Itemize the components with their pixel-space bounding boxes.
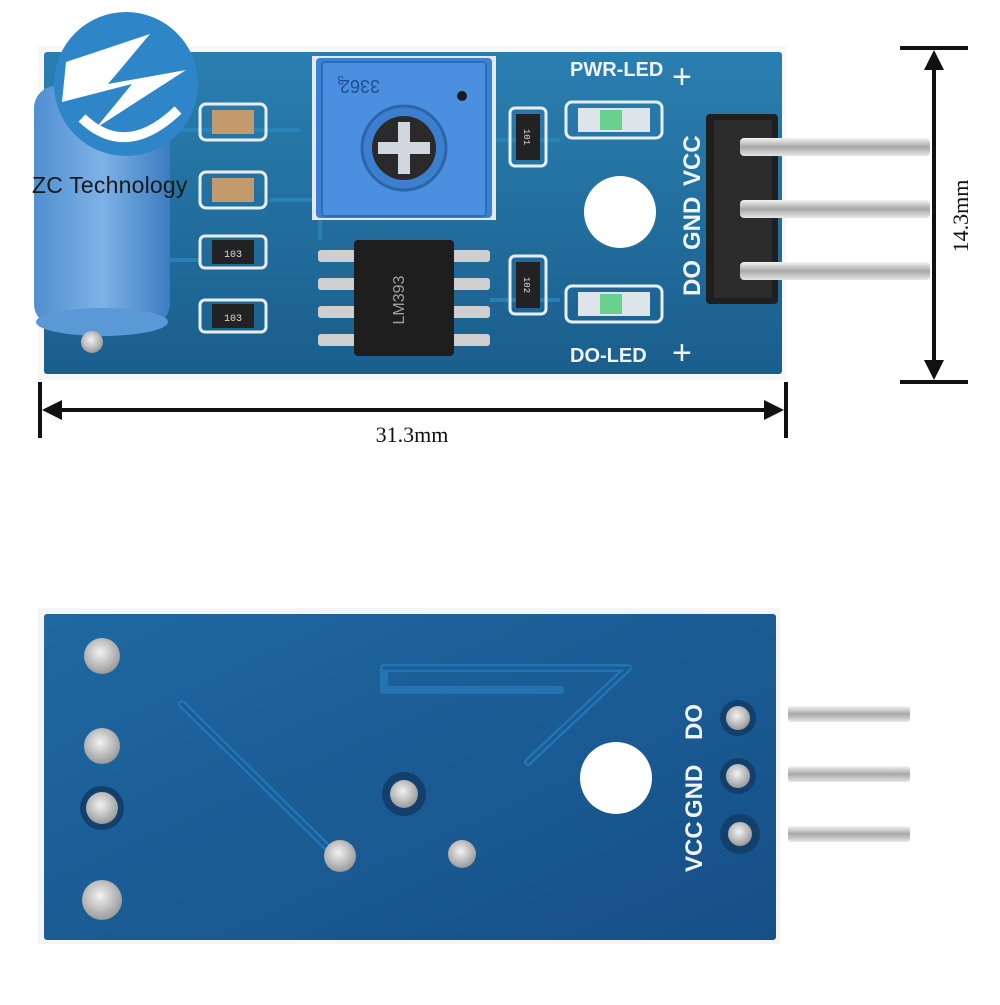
front-board: 103 103 101 102 3362 3 xyxy=(34,46,930,380)
smd-capacitor xyxy=(198,102,268,210)
pin-label-vcc: VCC xyxy=(681,821,708,872)
resistor-code: 103 xyxy=(224,314,242,325)
potentiometer: 3362 3 xyxy=(312,56,496,220)
width-dimension xyxy=(38,382,788,438)
comparator-chip: LM393 xyxy=(318,240,490,356)
width-label: 31.3mm xyxy=(376,422,449,447)
back-board: VCC GND DO xyxy=(38,608,910,944)
pin-label-do: DO xyxy=(681,704,708,740)
mounting-hole xyxy=(584,176,656,248)
pin-label-gnd: GND xyxy=(681,765,708,818)
resistor-code: 102 xyxy=(521,277,531,293)
pot-code: 3362 xyxy=(340,76,380,96)
pwr-led-plus: + xyxy=(672,58,692,96)
power-led xyxy=(564,100,664,140)
output-led xyxy=(564,284,664,324)
pot-mark: 3 xyxy=(337,73,344,87)
height-dimension xyxy=(900,46,968,384)
solder-pad xyxy=(80,638,760,920)
chip-marking: LM393 xyxy=(391,275,408,324)
zc-logo-icon xyxy=(54,12,198,156)
brand-name: ZC Technology xyxy=(32,172,188,198)
smd-resistor: 103 103 101 102 xyxy=(198,106,548,334)
do-led-label: DO-LED xyxy=(570,345,647,367)
do-led-plus: + xyxy=(672,334,692,372)
mounting-hole xyxy=(580,742,652,814)
pin-header xyxy=(706,114,930,304)
resistor-code: 101 xyxy=(521,129,531,145)
pin-label-do: DO xyxy=(679,260,706,296)
resistor-code: 103 xyxy=(224,250,242,261)
pin-label-gnd: GND xyxy=(679,197,706,250)
pin-label-vcc: VCC xyxy=(679,135,706,186)
height-label: 14.3mm xyxy=(948,180,973,253)
pwr-led-label: PWR-LED xyxy=(570,59,663,81)
pin-header xyxy=(788,706,910,842)
